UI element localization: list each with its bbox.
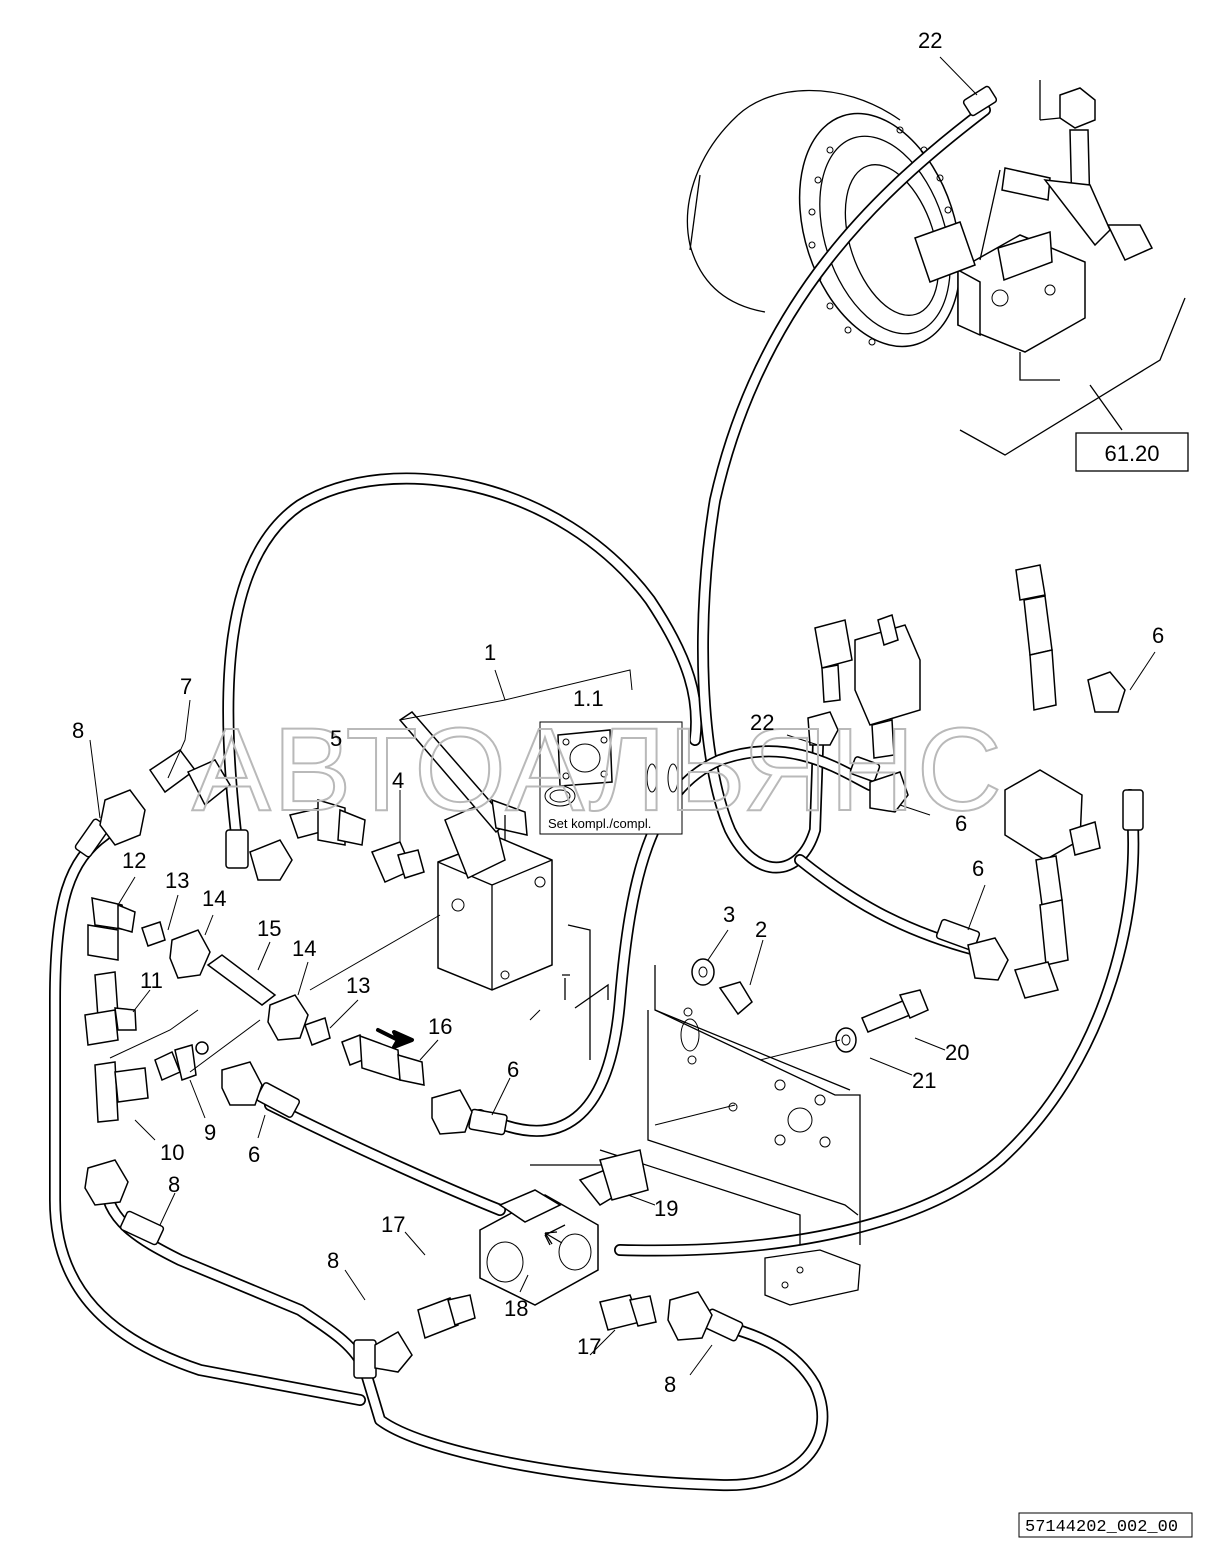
drive-motor — [686, 80, 1186, 456]
callout-17: 17 — [381, 1212, 405, 1237]
callout-1: 1 — [484, 640, 496, 665]
callout-8-d: 8 — [664, 1372, 676, 1397]
leader-lines — [89, 56, 1156, 1376]
flow-arrow-small — [544, 1231, 563, 1245]
callout-19: 19 — [654, 1196, 678, 1221]
callout-14-b: 14 — [292, 936, 316, 961]
reference-box-label: 61.20 — [1104, 441, 1159, 466]
callout-8-b: 8 — [168, 1172, 180, 1197]
mounting-plate — [530, 965, 861, 1306]
callout-6-b: 6 — [955, 811, 967, 836]
callout-7: 7 — [180, 674, 192, 699]
callout-14: 14 — [202, 886, 226, 911]
callout-9: 9 — [204, 1120, 216, 1145]
callout-6-e: 6 — [248, 1142, 260, 1167]
hose-lines — [49, 104, 1140, 1492]
reference-box — [1075, 432, 1189, 472]
callout-20: 20 — [945, 1040, 969, 1065]
callout-2: 2 — [755, 917, 767, 942]
callout-17-b: 17 — [577, 1334, 601, 1359]
fittings — [84, 671, 1126, 1373]
callout-1-1: 1.1 — [573, 686, 604, 711]
flow-arrow — [376, 1028, 414, 1049]
callout-13-b: 13 — [346, 973, 370, 998]
figure-id-box — [1018, 1512, 1193, 1538]
callout-6-c: 6 — [972, 856, 984, 881]
callout-22-b: 22 — [750, 710, 774, 735]
watermark: АВТОАЛЬЯНС — [192, 704, 1004, 836]
callout-18: 18 — [504, 1296, 528, 1321]
valve-assemblies — [814, 564, 1101, 999]
seal-kit-label: Set kompl./compl. — [548, 816, 651, 831]
callout-4: 4 — [392, 768, 404, 793]
seal-kit: Set kompl./compl. — [539, 721, 683, 835]
callout-12: 12 — [122, 848, 146, 873]
callout-labels: 22 1 1.1 7 8 5 4 22 6 6 6 12 13 14 15 14… — [72, 28, 1164, 1397]
callout-16: 16 — [428, 1014, 452, 1039]
callout-13: 13 — [165, 868, 189, 893]
callout-3: 3 — [723, 902, 735, 927]
callout-15: 15 — [257, 916, 281, 941]
callout-8: 8 — [72, 718, 84, 743]
callout-11: 11 — [140, 968, 163, 993]
hose-sleeves — [74, 85, 1144, 1379]
callout-8-c: 8 — [327, 1248, 339, 1273]
callout-5: 5 — [330, 726, 342, 751]
callout-22: 22 — [918, 28, 942, 53]
callout-6-d: 6 — [507, 1057, 519, 1082]
callout-6-a: 6 — [1152, 623, 1164, 648]
control-valve — [398, 711, 591, 1060]
figure-id: 57144202_002_00 — [1025, 1518, 1178, 1537]
callout-21: 21 — [912, 1068, 936, 1093]
callout-10: 10 — [160, 1140, 184, 1165]
